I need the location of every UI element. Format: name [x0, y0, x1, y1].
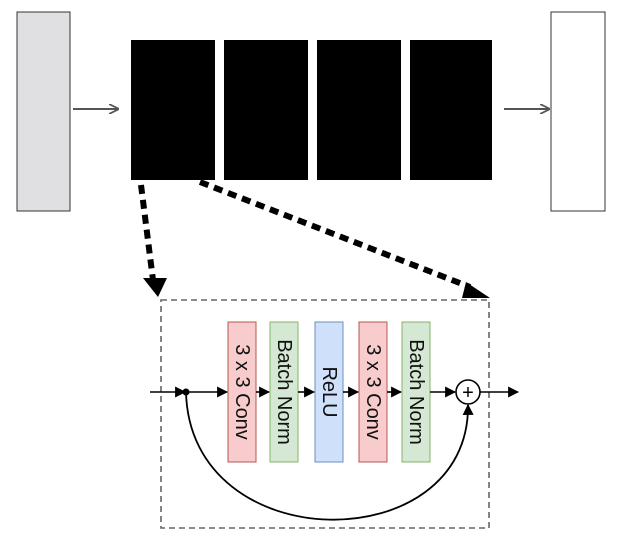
layer-label-batchnorm-1: Batch Norm: [273, 339, 295, 445]
layer-block-1: [131, 40, 215, 180]
sum-symbol: +: [462, 382, 474, 404]
input-block: [16, 11, 71, 212]
zoom-connector-left: [138, 184, 156, 281]
zoom-connector-right: [198, 179, 472, 290]
layer-box-conv-2: 3 x 3 Conv: [358, 321, 388, 463]
layer-block-4: [410, 40, 492, 180]
zoom-arrowhead-left: [143, 278, 167, 297]
layer-block-2: [224, 40, 308, 180]
skip-connection: [185, 391, 474, 521]
residual-block-frame: [160, 299, 490, 529]
layer-label-relu: ReLU: [318, 366, 340, 417]
layer-box-batchnorm-1: Batch Norm: [269, 321, 299, 463]
layer-label-conv-2: 3 x 3 Conv: [362, 344, 384, 440]
layer-block-3: [317, 40, 401, 180]
layer-label-conv-1: 3 x 3 Conv: [231, 344, 253, 440]
layer-box-conv-1: 3 x 3 Conv: [227, 321, 257, 463]
layer-box-batchnorm-2: Batch Norm: [401, 321, 431, 463]
output-block: [550, 11, 606, 212]
layer-box-relu: ReLU: [314, 321, 344, 463]
zoom-arrowhead-right: [462, 282, 490, 298]
layer-label-batchnorm-2: Batch Norm: [405, 339, 427, 445]
